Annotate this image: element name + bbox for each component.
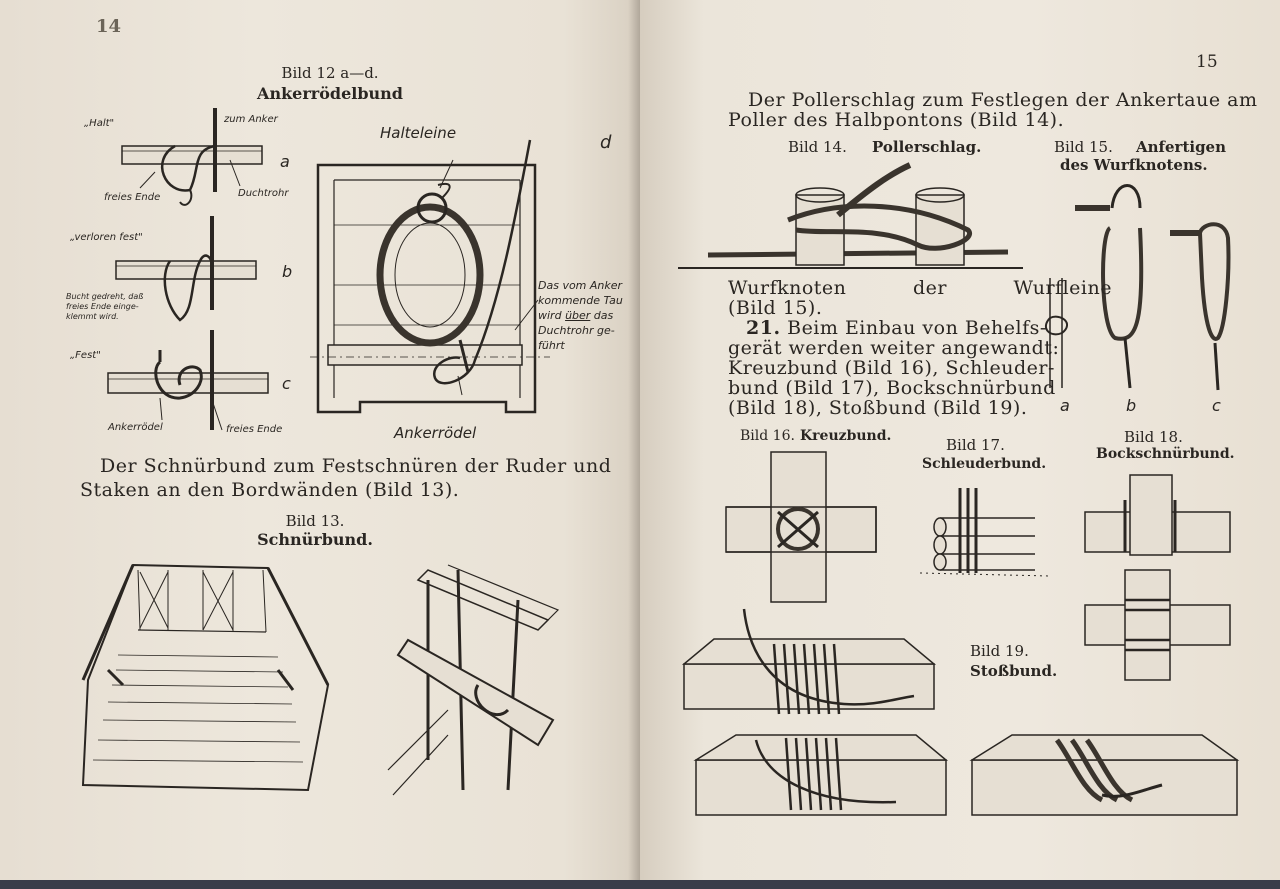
fig17-schleuderbund-drawing (910, 478, 1070, 588)
fig13-boat-drawing (78, 560, 338, 800)
label-fest: „Fest" (70, 350, 101, 361)
bucht-line-3: klemmt wird. (66, 312, 119, 321)
tau-line-4: Duchtrohr ge- (538, 324, 615, 337)
label-b: b (282, 262, 293, 281)
page-number-right: 15 (1196, 52, 1218, 72)
label-verloren-fest: „verloren fest" (70, 232, 143, 243)
right-text-line-3: 21. Beim Einbau von Behelfs- (746, 318, 1047, 339)
fig19-title: Stoßbund. (970, 662, 1058, 680)
label-halt: „Halt" (84, 118, 115, 129)
fig15-caption: Bild 15. (1054, 138, 1113, 156)
label-bucht-note: Bucht gedreht, daß freies Ende einge- kl… (66, 292, 143, 322)
fig16-kreuzbund-drawing (726, 452, 886, 602)
fig19-stossbund-drawing-2 (696, 730, 956, 830)
tau-line-3b: über (565, 309, 591, 322)
tau-line-3a: wird (538, 309, 566, 322)
fig14-title: Pollerschlag. (872, 138, 982, 156)
fig13-oar-drawing (388, 560, 568, 800)
tau-line-2: kommende Tau (538, 294, 623, 307)
label-freies-ende-c: freies Ende (226, 424, 283, 435)
fig12-d-drawing (310, 140, 560, 430)
tau-line-3c: das (590, 309, 614, 322)
right-text-line-3-text: Beim Einbau von Behelfs- (780, 317, 1047, 339)
fig18-caption: Bild 18. (1124, 428, 1183, 446)
right-text-line-5: Kreuzbund (Bild 16), Schleuder- (728, 357, 1055, 379)
fig15-title-line-1: Anfertigen (1136, 138, 1227, 156)
right-text-line-4: gerät werden weiter angewandt: (728, 337, 1060, 359)
fig19-stossbund-drawing-3 (972, 730, 1242, 830)
bucht-line-2: freies Ende einge- (66, 302, 139, 311)
label-halteleine: Halteleine (380, 124, 457, 142)
fig17-caption: Bild 17. (946, 436, 1005, 454)
fig14-caption: Bild 14. (788, 138, 847, 156)
label-c: c (282, 374, 291, 393)
section-number: 21. (746, 317, 781, 339)
fig12-caption: Bild 12 a—d. (281, 64, 379, 82)
fig18-title: Bockschnürbund. (1096, 446, 1235, 462)
fig15-label-c: c (1212, 396, 1221, 415)
fig19-stossbund-drawing-1 (684, 604, 944, 729)
page-number-left: 14 (96, 16, 122, 37)
right-page: 15 Der Pollerschlag zum Festlegen der An… (640, 0, 1280, 880)
left-paragraph-line-1: Der Schnürbund zum Festschnüren der Rude… (100, 455, 612, 477)
right-intro-line-1: Der Pollerschlag zum Festlegen der Anker… (748, 89, 1258, 111)
label-ankerroedel-d: Ankerrödel (394, 424, 477, 442)
right-text-line-7: (Bild 18), Stoßbund (Bild 19). (728, 397, 1028, 419)
bucht-line-1: Bucht gedreht, daß (66, 292, 144, 301)
label-ankerroedel-c: Ankerrödel (108, 422, 163, 433)
tau-line-3: wird über das (538, 308, 623, 323)
label-tau-note: Das vom Anker kommende Tau wird über das… (538, 278, 623, 353)
fig16-caption: Bild 16. (740, 428, 795, 444)
right-text-line-1: Wurfknoten der Wurfleine (728, 277, 1112, 299)
fig12-abc-drawing (80, 100, 300, 440)
left-page: 14 Bild 12 a—d. Ankerrödelbund (0, 0, 640, 880)
label-freies-ende-a: freies Ende (104, 192, 161, 203)
right-text-line-6: bund (Bild 17), Bockschnürbund (728, 377, 1056, 399)
fig15-label-a: a (1060, 396, 1070, 415)
right-intro-line-2: Poller des Halbpontons (Bild 14). (728, 109, 1065, 131)
label-duchtrohr: Duchtrohr (238, 188, 289, 199)
fig15-title-line-2: des Wurfknotens. (1060, 156, 1208, 174)
fig14-poller-drawing (678, 160, 1028, 275)
fig17-title: Schleuderbund. (922, 456, 1047, 472)
tau-line-5: führt (538, 339, 565, 352)
fig12-title: Ankerrödelbund (257, 84, 403, 103)
label-a: a (280, 152, 290, 171)
fig18-bockschnuerbund-drawing (1080, 470, 1240, 690)
right-text-line-2: (Bild 15). (728, 297, 823, 319)
fig15-label-b: b (1126, 396, 1137, 415)
label-zum-anker: zum Anker (224, 114, 278, 125)
fig13-title: Schnürbund. (257, 530, 373, 549)
fig13-caption: Bild 13. (285, 512, 345, 530)
tau-line-1: Das vom Anker (538, 279, 623, 292)
fig15-knot-drawing (1040, 178, 1240, 398)
label-d: d (600, 132, 612, 153)
fig16-title: Kreuzbund. (800, 428, 892, 444)
left-paragraph-line-2: Staken an den Bordwänden (Bild 13). (80, 479, 460, 501)
fig19-caption: Bild 19. (970, 642, 1029, 660)
